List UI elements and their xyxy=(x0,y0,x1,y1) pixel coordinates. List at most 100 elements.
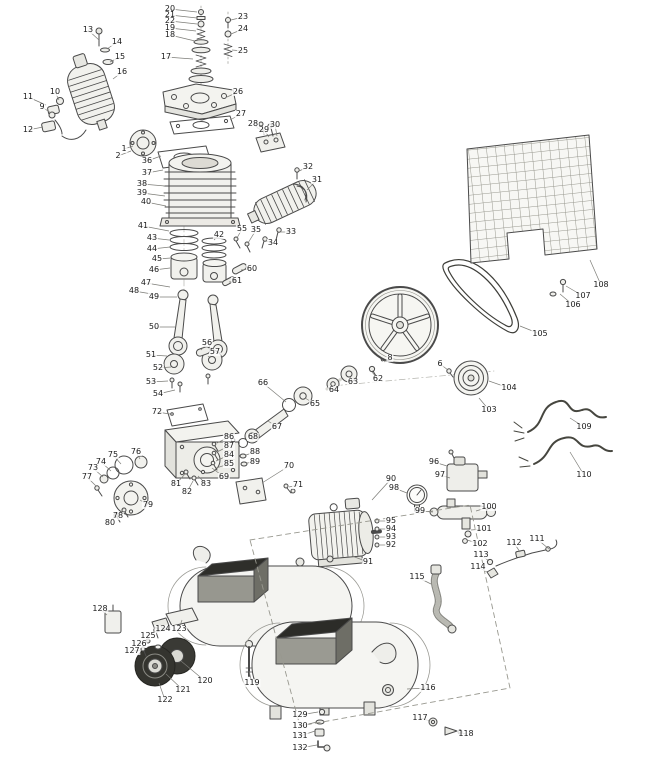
part-number-18: 18 xyxy=(163,30,177,39)
part-number-66: 66 xyxy=(256,378,270,387)
part-number-85: 85 xyxy=(222,459,236,468)
part-number-33: 33 xyxy=(284,227,298,236)
motor-hardware xyxy=(374,518,380,548)
wheels xyxy=(134,637,196,687)
part-number-113: 113 xyxy=(472,550,490,559)
part-number-118: 118 xyxy=(457,729,475,738)
pistons xyxy=(170,252,227,283)
part-number-95: 95 xyxy=(384,516,398,525)
part-number-51: 51 xyxy=(144,350,158,359)
part-number-10: 10 xyxy=(48,87,62,96)
part-number-19: 19 xyxy=(163,23,177,32)
part-number-82: 82 xyxy=(180,487,194,496)
dashed-assembly-region xyxy=(249,504,511,727)
part-number-2: 2 xyxy=(114,151,122,160)
part-number-25: 25 xyxy=(236,46,250,55)
part-number-68: 68 xyxy=(246,432,260,441)
side-cover-plate xyxy=(235,477,296,505)
part-number-115: 115 xyxy=(408,572,426,581)
part-number-87: 87 xyxy=(222,441,236,450)
pressure-switch xyxy=(446,449,488,492)
part-number-84: 84 xyxy=(222,450,236,459)
part-number-83: 83 xyxy=(199,479,213,488)
part-number-36: 36 xyxy=(140,156,154,165)
part-number-15: 15 xyxy=(113,52,127,61)
part-number-27: 27 xyxy=(234,109,248,118)
part-number-63: 63 xyxy=(346,377,360,386)
part-number-61: 61 xyxy=(230,276,244,285)
part-number-130: 130 xyxy=(291,721,309,730)
part-number-38: 38 xyxy=(135,179,149,188)
part-number-60: 60 xyxy=(245,264,259,273)
part-number-92: 92 xyxy=(384,540,398,549)
part-number-106: 106 xyxy=(564,300,582,309)
part-number-123: 123 xyxy=(170,624,188,633)
part-number-34: 34 xyxy=(266,238,280,247)
part-number-42: 42 xyxy=(212,230,226,239)
part-number-129: 129 xyxy=(291,710,309,719)
part-number-13: 13 xyxy=(81,25,95,34)
part-number-112: 112 xyxy=(505,538,523,547)
part-number-46: 46 xyxy=(147,265,161,274)
part-number-105: 105 xyxy=(531,329,549,338)
part-number-98: 98 xyxy=(387,483,401,492)
part-number-24: 24 xyxy=(236,24,250,33)
part-number-96: 96 xyxy=(427,457,441,466)
part-number-11: 11 xyxy=(21,92,35,101)
air-filter xyxy=(67,27,115,131)
part-number-48: 48 xyxy=(127,286,141,295)
aftercooler xyxy=(247,179,317,225)
part-number-6: 6 xyxy=(436,359,444,368)
part-number-45: 45 xyxy=(150,254,164,263)
valve-plate-stack xyxy=(188,5,233,95)
part-number-29: 29 xyxy=(257,125,271,134)
part-number-77: 77 xyxy=(80,472,94,481)
part-number-99: 99 xyxy=(413,506,427,515)
crank-webs xyxy=(163,346,223,393)
part-number-119: 119 xyxy=(243,678,261,687)
part-number-125: 125 xyxy=(139,631,157,640)
part-number-127: 127 xyxy=(123,646,141,655)
part-number-124: 124 xyxy=(154,624,172,633)
seal-flange xyxy=(129,129,157,157)
cylinder-block xyxy=(159,153,241,227)
part-number-117: 117 xyxy=(411,713,429,722)
head-gasket xyxy=(169,115,235,135)
part-number-110: 110 xyxy=(575,470,593,479)
crankcase-bolts xyxy=(183,441,248,486)
part-number-23: 23 xyxy=(236,12,250,21)
part-number-101: 101 xyxy=(475,524,493,533)
part-number-37: 37 xyxy=(140,168,154,177)
part-number-121: 121 xyxy=(174,685,192,694)
part-number-1: 1 xyxy=(120,144,128,153)
part-number-128: 128 xyxy=(91,604,109,613)
v-belt xyxy=(442,259,519,334)
part-number-16: 16 xyxy=(115,67,129,76)
drain-valve-parts xyxy=(314,708,331,752)
part-number-70: 70 xyxy=(282,461,296,470)
part-number-28: 28 xyxy=(246,119,260,128)
part-number-57: 57 xyxy=(208,347,222,356)
part-number-94: 94 xyxy=(384,524,398,533)
part-number-50: 50 xyxy=(147,322,161,331)
part-number-102: 102 xyxy=(471,539,489,548)
part-number-49: 49 xyxy=(147,292,161,301)
part-number-17: 17 xyxy=(159,52,173,61)
part-number-55: 55 xyxy=(235,224,249,233)
part-number-30: 30 xyxy=(268,120,282,129)
part-number-72: 72 xyxy=(150,407,164,416)
part-number-90: 90 xyxy=(384,474,398,483)
part-number-88: 88 xyxy=(248,447,262,456)
part-number-43: 43 xyxy=(145,233,159,242)
part-number-40: 40 xyxy=(139,197,153,206)
part-number-116: 116 xyxy=(419,683,437,692)
part-number-131: 131 xyxy=(291,731,309,740)
part-number-26: 26 xyxy=(231,87,245,96)
part-number-21: 21 xyxy=(163,10,177,19)
part-number-120: 120 xyxy=(196,676,214,685)
part-number-32: 32 xyxy=(301,162,315,171)
braided-hose xyxy=(430,564,457,634)
part-number-12: 12 xyxy=(21,125,35,134)
part-number-62: 62 xyxy=(371,374,385,383)
